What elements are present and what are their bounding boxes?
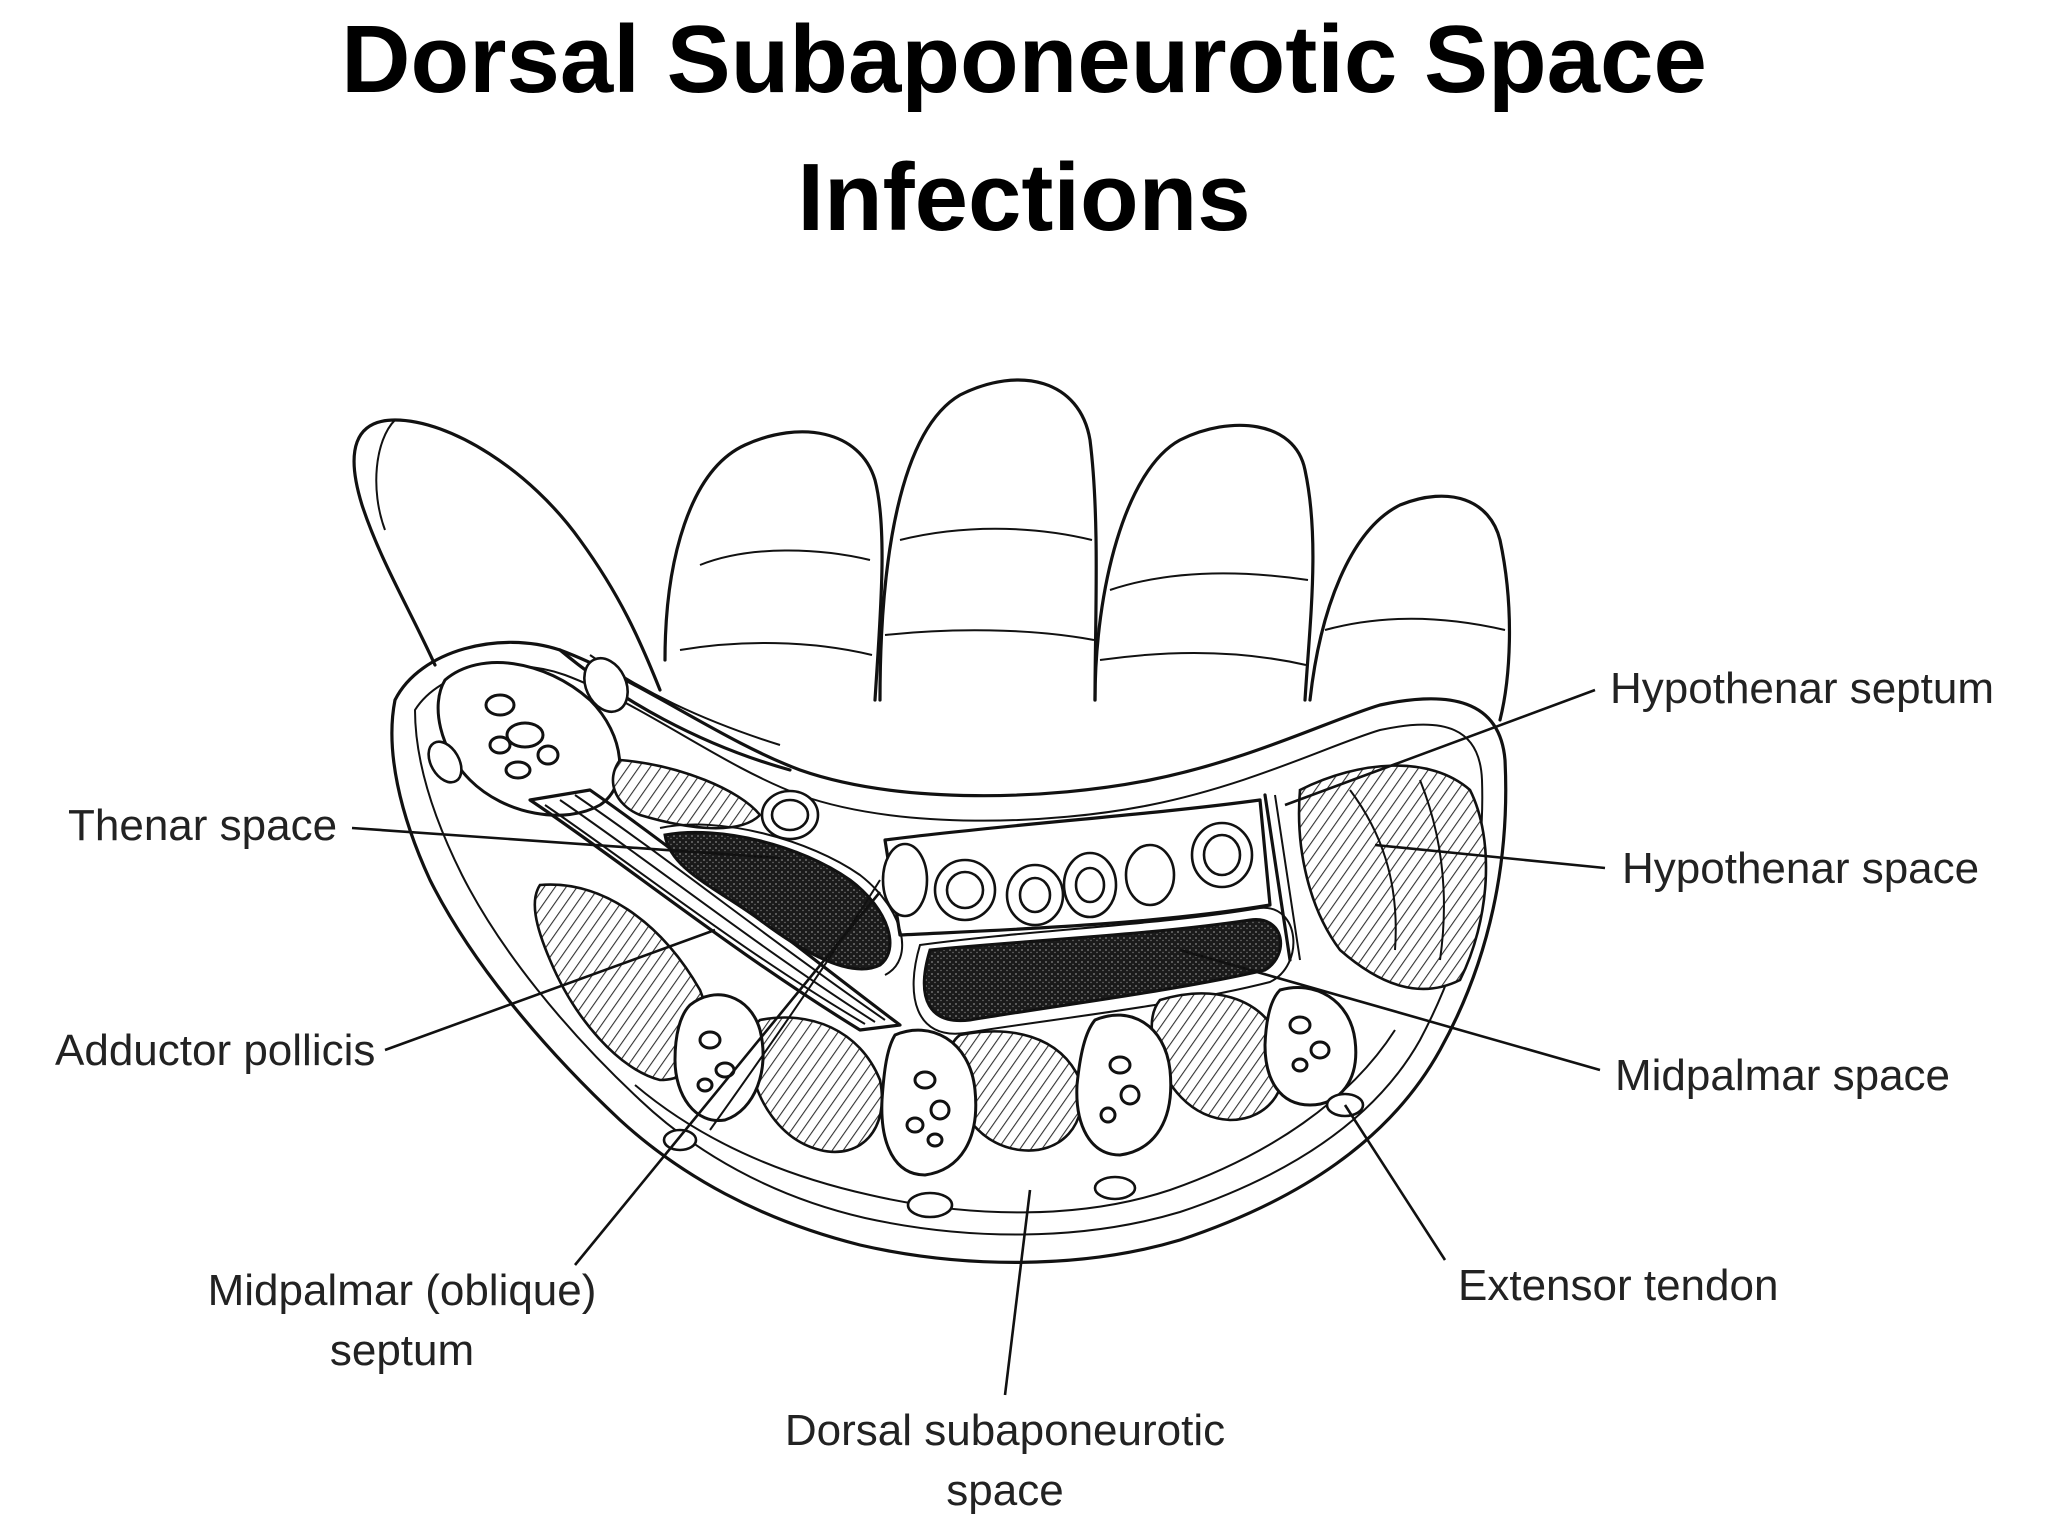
little-finger <box>1308 494 1512 722</box>
fingers <box>352 378 1512 722</box>
midpalmar-septum <box>709 879 881 1131</box>
leader-midpalmar-septum <box>573 891 882 1266</box>
middle-finger <box>878 378 1098 702</box>
leader-lines <box>351 688 1606 1396</box>
thenar-muscle <box>611 758 762 830</box>
flexor-tendons <box>881 798 1272 937</box>
leader-adductor-pollicis <box>384 928 716 1052</box>
label-midpalmar-septum-line2: septum <box>330 1326 474 1375</box>
hypothenar-region <box>1263 764 1488 991</box>
leader-hypothenar-space <box>1374 843 1606 870</box>
midpalmar-space <box>922 918 1282 1023</box>
metacarpals <box>673 985 1358 1177</box>
leader-hypothenar-septum <box>1284 688 1596 807</box>
interossei-muscles <box>533 883 1286 1154</box>
thumb <box>352 418 662 692</box>
labels: Hypothenar septum Thenar space Hypothena… <box>55 664 1994 1515</box>
thenar-space <box>663 830 892 971</box>
label-adductor-pollicis: Adductor pollicis <box>55 1026 375 1075</box>
title-line-2: Infections <box>797 144 1251 251</box>
label-hypothenar-space: Hypothenar space <box>1622 844 1979 893</box>
leader-dorsal-space <box>1003 1189 1032 1396</box>
label-thenar-space: Thenar space <box>68 801 337 850</box>
leader-thenar-space <box>351 826 781 860</box>
hypothenar-muscle <box>1297 764 1488 991</box>
label-midpalmar-space: Midpalmar space <box>1615 1051 1950 1100</box>
index-finger <box>663 430 884 702</box>
ring-finger <box>1093 423 1315 702</box>
label-midpalmar-septum-line1: Midpalmar (oblique) <box>208 1266 597 1315</box>
leader-extensor-tendon <box>1343 1104 1447 1261</box>
label-hypothenar-septum: Hypothenar septum <box>1610 664 1994 713</box>
label-dorsal-space-line1: Dorsal subaponeurotic <box>785 1406 1225 1455</box>
leader-midpalmar-space <box>1179 948 1601 1072</box>
label-extensor-tendon: Extensor tendon <box>1458 1261 1778 1310</box>
title-line-1: Dorsal Subaponeurotic Space <box>341 6 1707 113</box>
label-dorsal-space-line2: space <box>946 1466 1063 1515</box>
